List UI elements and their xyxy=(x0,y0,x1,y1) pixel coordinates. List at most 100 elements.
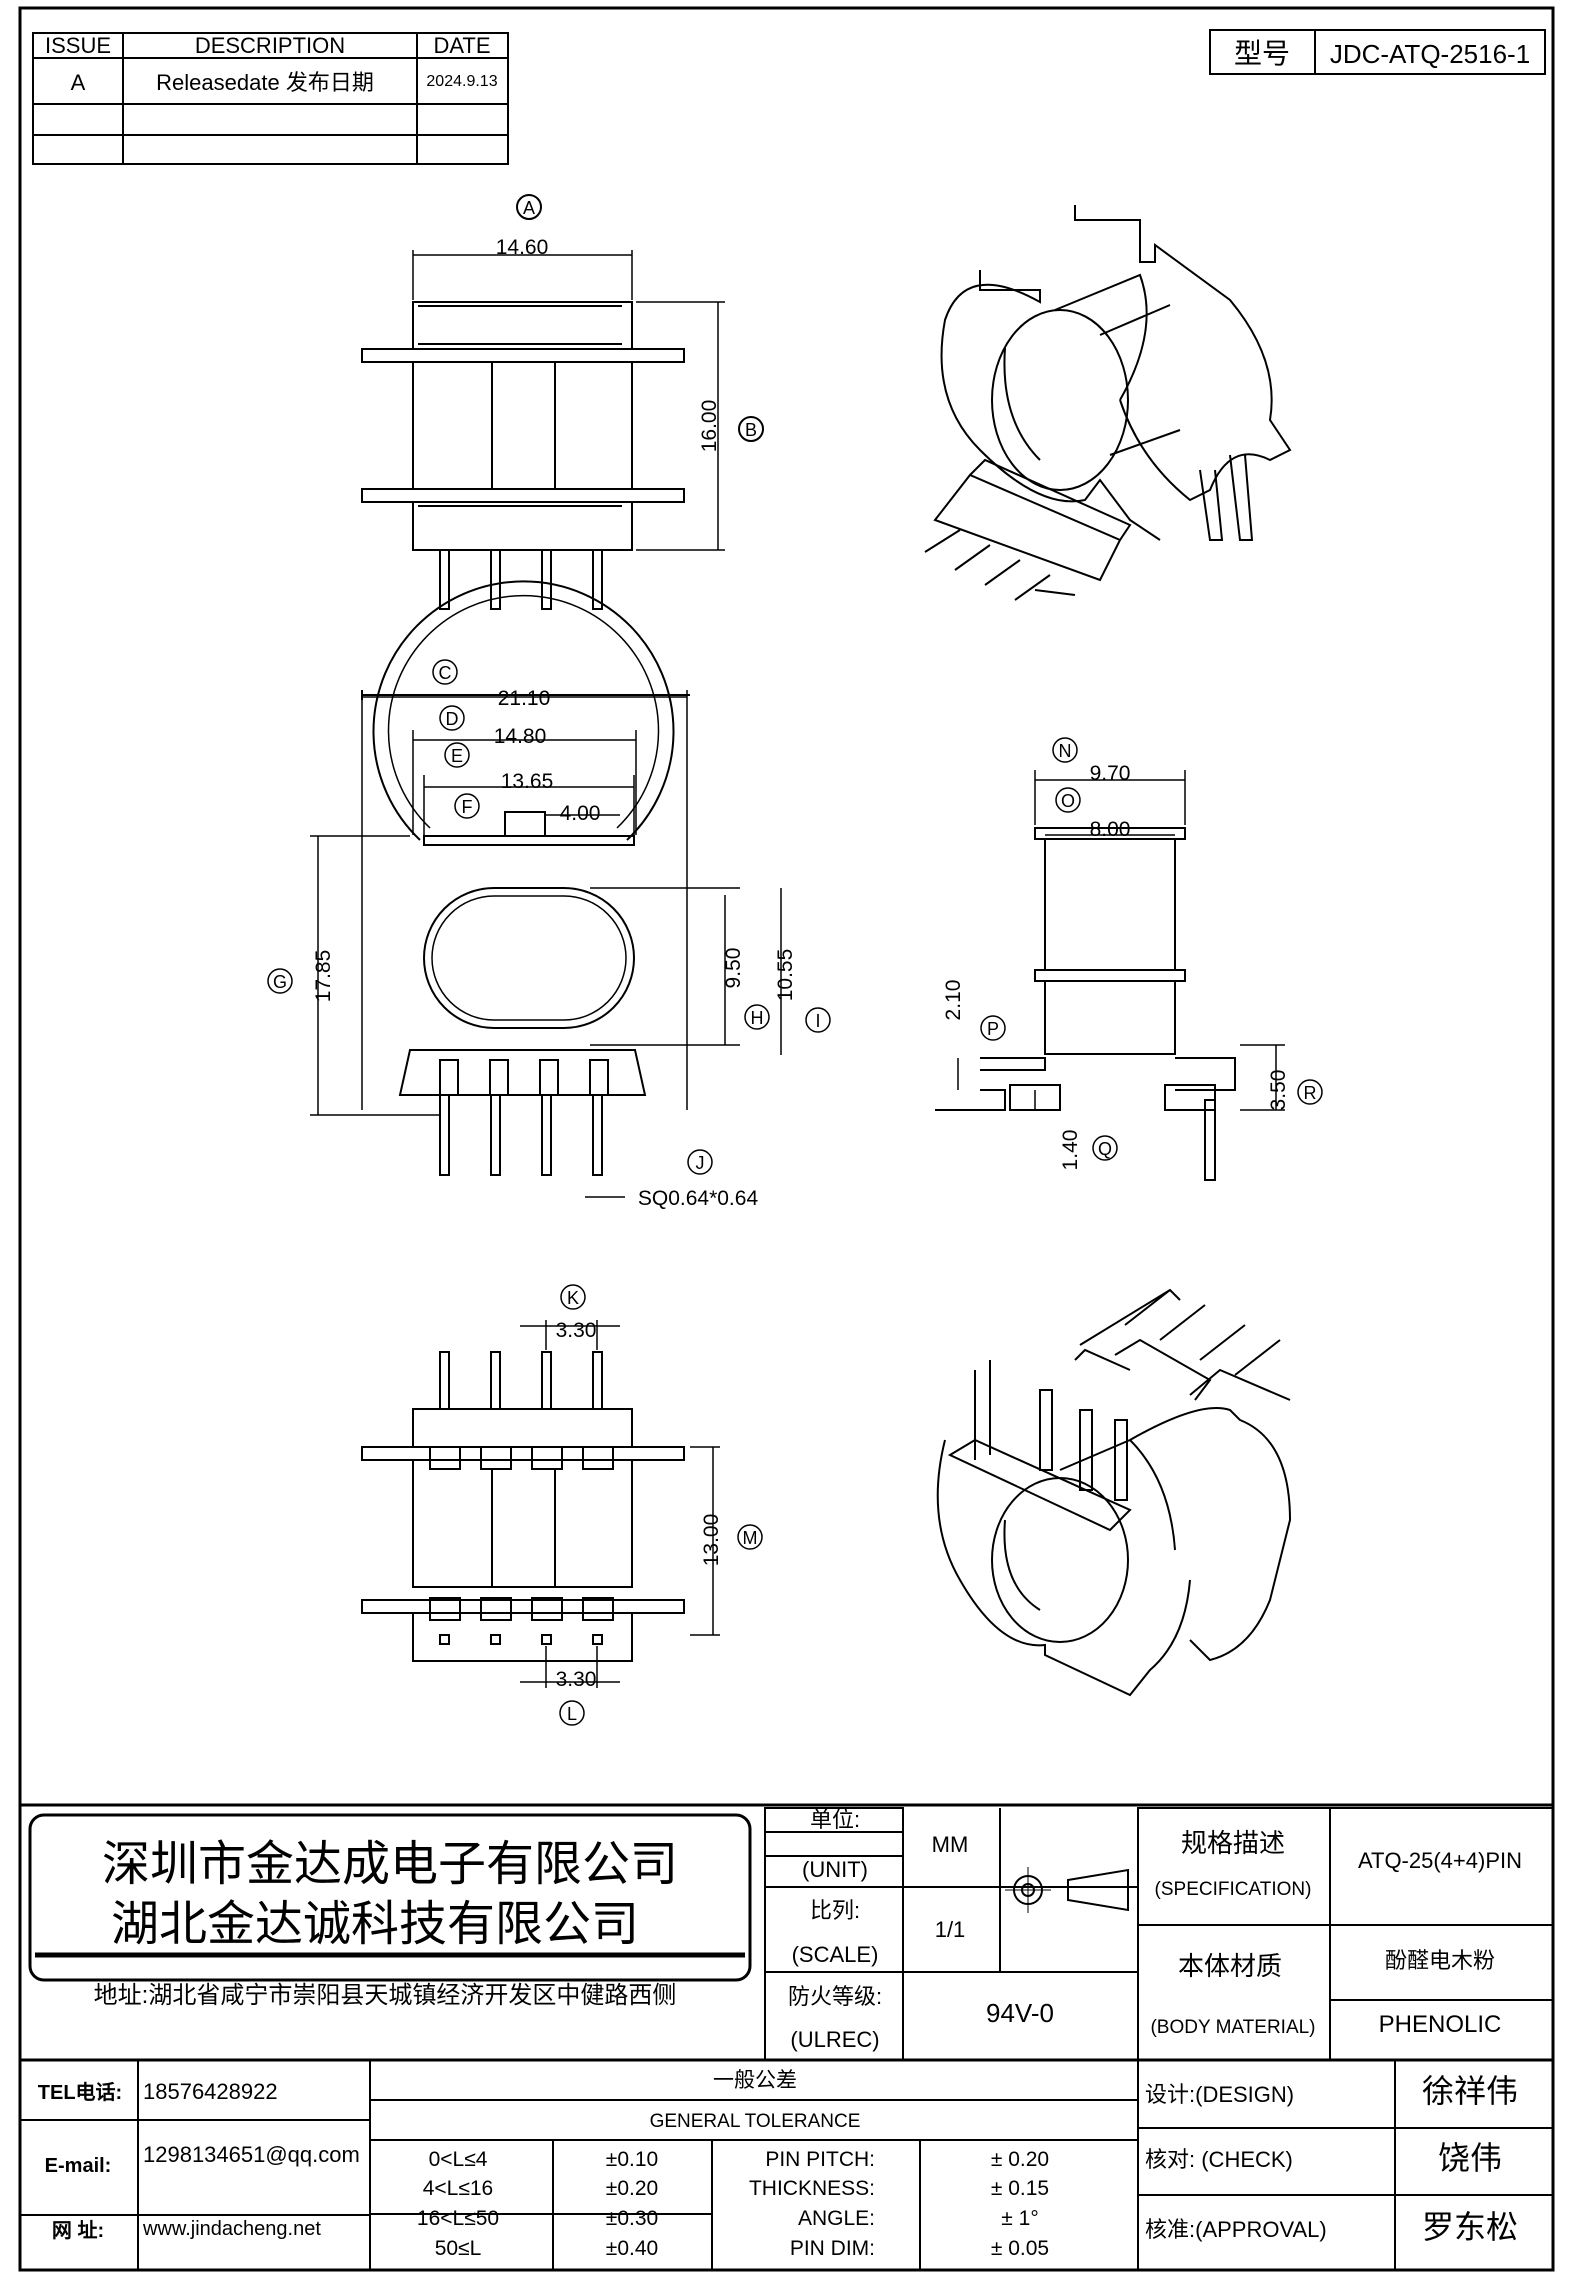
tol-other-label-3: ANGLE: xyxy=(798,2207,875,2230)
rev-date: 2024.9.13 xyxy=(426,73,497,90)
material-value-cn: 酚醛电木粉 xyxy=(1385,1948,1495,1973)
tol-range-4: 50≤L xyxy=(435,2237,482,2260)
front-view-dimensions: 21.10 C 14.80 D 13.65 E 4.00 F 17.85 G 9… xyxy=(267,659,831,1210)
dim-d: 14.80 xyxy=(494,725,547,748)
svg-text:A: A xyxy=(523,198,535,218)
svg-text:M: M xyxy=(743,1528,758,1548)
scale-label: 比列: xyxy=(810,1898,860,1923)
side-view xyxy=(935,827,1236,1181)
company-name-2: 湖北金达诚科技有限公司 xyxy=(111,1898,639,1951)
svg-text:G: G xyxy=(273,972,287,992)
svg-text:P: P xyxy=(987,1019,999,1039)
spec-label: 规格描述 xyxy=(1181,1828,1285,1858)
svg-text:J: J xyxy=(696,1153,705,1173)
unit-label-en: (UNIT) xyxy=(802,1857,868,1882)
design-label: 设计:(DESIGN) xyxy=(1145,2082,1294,2107)
tol-value-2: ±0.20 xyxy=(606,2177,658,2200)
svg-text:I: I xyxy=(815,1011,820,1031)
tol-other-value-1: ± 0.20 xyxy=(991,2148,1049,2171)
dim-c: 21.10 xyxy=(498,687,551,710)
svg-text:L: L xyxy=(567,1704,577,1724)
company-address: 地址:湖北省咸宁市崇阳县天城镇经济开发区中健路西侧 xyxy=(94,1982,677,2009)
fire-label-en: (ULREC) xyxy=(790,2027,879,2052)
dim-j: SQ0.64*0.64 xyxy=(638,1187,759,1210)
dim-o: 8.00 xyxy=(1090,818,1131,841)
unit-value: MM xyxy=(932,1832,969,1857)
fire-label: 防火等级: xyxy=(788,1984,882,2009)
tolerance-title-cn: 一般公差 xyxy=(713,2069,797,2092)
tol-other-value-4: ± 0.05 xyxy=(991,2237,1049,2260)
web-label: 网 址: xyxy=(52,2219,104,2242)
spec-value: ATQ-25(4+4)PIN xyxy=(1358,1848,1522,1873)
tol-range-3: 16<L≤50 xyxy=(417,2207,499,2230)
tol-other-label-4: PIN DIM: xyxy=(790,2237,875,2260)
projection-symbol-icon xyxy=(1005,1867,1129,1913)
svg-text:N: N xyxy=(1059,741,1072,761)
svg-text:K: K xyxy=(567,1288,579,1308)
tol-other-label-1: PIN PITCH: xyxy=(765,2148,875,2171)
tol-value-3: ±0.30 xyxy=(606,2207,658,2230)
title-block: 深圳市金达成电子有限公司 湖北金达诚科技有限公司 地址:湖北省咸宁市崇阳县天城镇… xyxy=(20,1803,1554,2270)
dim-a: 14.60 xyxy=(496,236,549,259)
tolerance-title-en: GENERAL TOLERANCE xyxy=(650,2111,861,2132)
front-view xyxy=(361,580,690,1176)
company-panel xyxy=(28,1813,752,1982)
dim-r: 3.50 xyxy=(1267,1070,1290,1111)
approval-name: 罗东松 xyxy=(1422,2209,1518,2245)
tol-value-4: ±0.40 xyxy=(606,2237,658,2260)
svg-text:R: R xyxy=(1304,1083,1317,1103)
company-name-1: 深圳市金达成电子有限公司 xyxy=(102,1838,678,1891)
rev-issue-a: A xyxy=(71,70,86,95)
tol-range-1: 0<L≤4 xyxy=(429,2148,488,2171)
tol-other-value-2: ± 0.15 xyxy=(991,2177,1049,2200)
design-name: 徐祥伟 xyxy=(1422,2073,1518,2109)
web-value: www.jindacheng.net xyxy=(142,2218,321,2240)
svg-text:E: E xyxy=(451,746,463,766)
dim-i: 10.55 xyxy=(774,949,797,1002)
rev-header-description: DESCRIPTION xyxy=(195,33,345,58)
rev-description: Releasedate 发布日期 xyxy=(156,70,374,95)
model-label: 型号 xyxy=(1234,38,1290,69)
scale-label-en: (SCALE) xyxy=(792,1942,879,1967)
svg-text:F: F xyxy=(462,797,473,817)
material-value-en: PHENOLIC xyxy=(1379,2011,1502,2038)
bottom-view-dimensions: 3.30 K 3.30 L 13.00 M xyxy=(520,1284,763,1726)
tol-other-label-2: THICKNESS: xyxy=(749,2177,875,2200)
unit-label: 单位: xyxy=(810,1807,860,1832)
bottom-view xyxy=(361,1351,685,1662)
dim-h: 9.50 xyxy=(722,948,745,989)
dim-m: 13.00 xyxy=(700,1514,723,1567)
tel-label: TEL电话: xyxy=(38,2081,122,2104)
side-view-dimensions: 9.70 N 8.00 O 2.10 P 1.40 Q 3.50 R xyxy=(942,737,1323,1171)
dim-k: 3.30 xyxy=(556,1319,597,1342)
dim-g: 17.85 xyxy=(312,950,335,1003)
email-label: E-mail: xyxy=(45,2155,112,2177)
top-view: 14.60 A 16.00 B xyxy=(361,194,764,610)
dim-q: 1.40 xyxy=(1059,1130,1082,1171)
dim-f: 4.00 xyxy=(560,802,601,825)
spec-label-en: (SPECIFICATION) xyxy=(1155,1879,1312,1900)
svg-text:C: C xyxy=(439,663,452,683)
isometric-view-top xyxy=(924,205,1292,601)
tel-value: 18576428922 xyxy=(143,2079,278,2104)
model-value: JDC-ATQ-2516-1 xyxy=(1330,39,1530,69)
model-box: 型号 JDC-ATQ-2516-1 xyxy=(1209,29,1546,75)
dim-b: 16.00 xyxy=(698,400,721,453)
svg-text:B: B xyxy=(745,420,757,440)
fire-value: 94V-0 xyxy=(986,1998,1054,2028)
scale-value: 1/1 xyxy=(935,1917,966,1942)
dim-n: 9.70 xyxy=(1090,762,1131,785)
material-label-en: (BODY MATERIAL) xyxy=(1150,2017,1315,2038)
email-value: 1298134651@qq.com xyxy=(143,2142,360,2167)
svg-text:Q: Q xyxy=(1098,1139,1112,1159)
dim-p: 2.10 xyxy=(942,980,965,1021)
rev-header-issue: ISSUE xyxy=(45,33,111,58)
check-name: 饶伟 xyxy=(1438,2140,1502,2176)
dim-e: 13.65 xyxy=(501,770,554,793)
isometric-view-bottom xyxy=(936,1288,1292,1697)
svg-text:D: D xyxy=(446,709,459,729)
rev-header-date: DATE xyxy=(433,33,490,58)
material-label: 本体材质 xyxy=(1178,1951,1282,1981)
tol-other-value-3: ± 1° xyxy=(1001,2207,1038,2230)
